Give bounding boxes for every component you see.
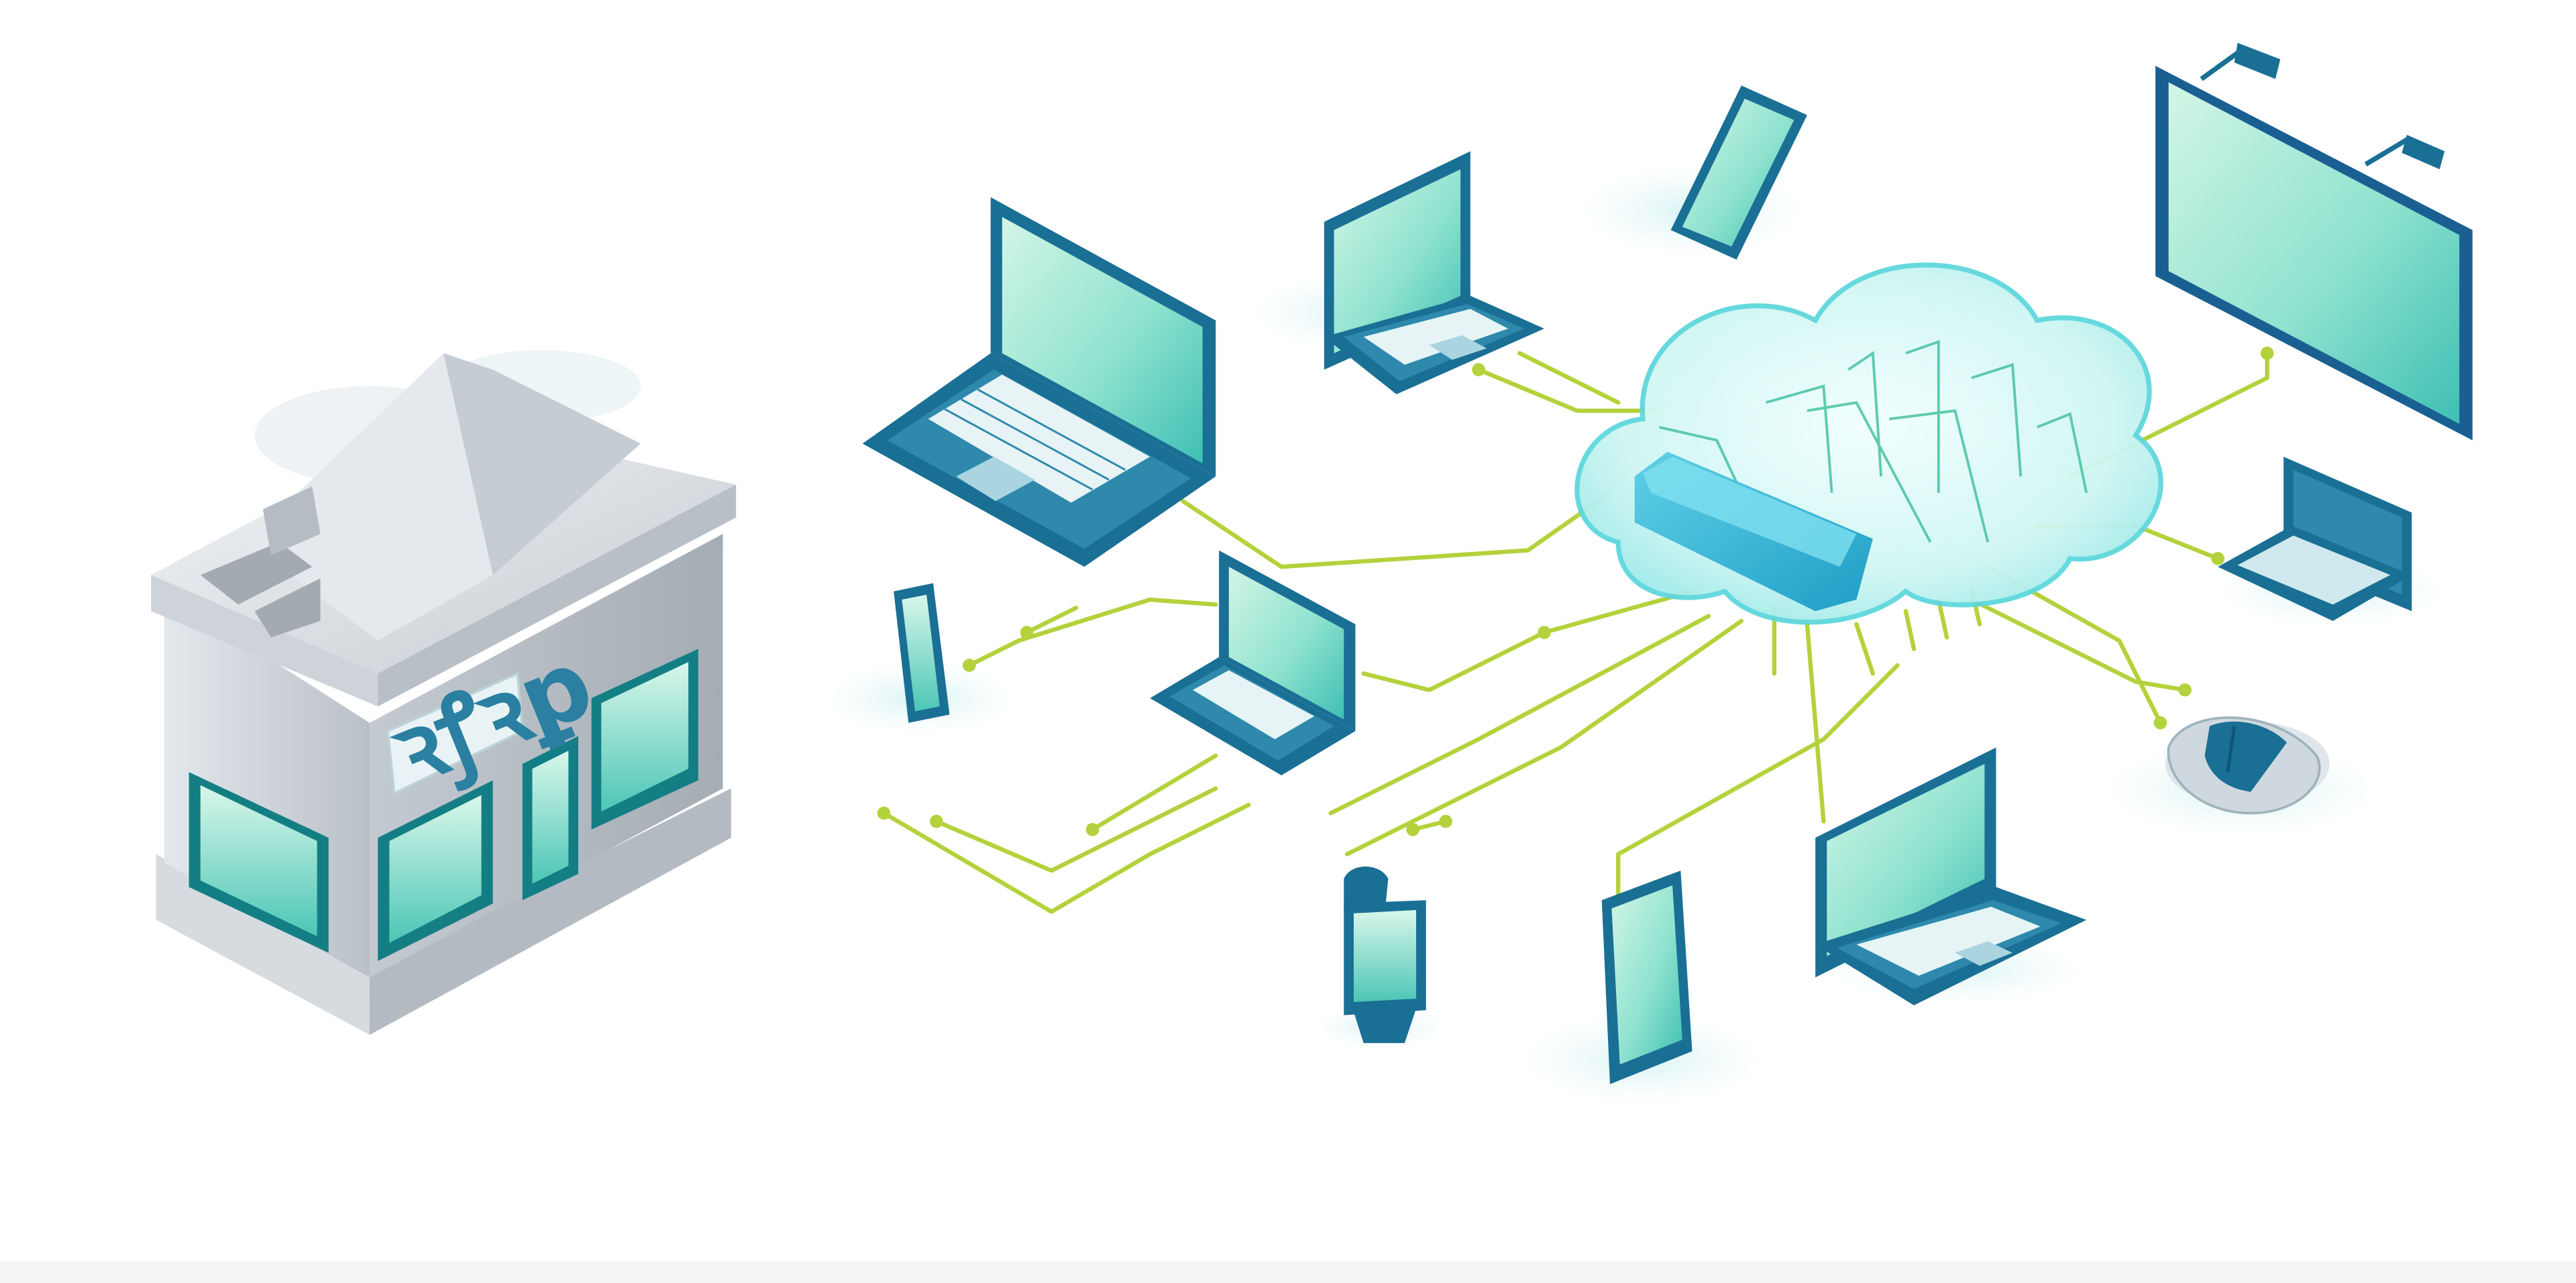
storefront-building-icon (151, 349, 737, 1036)
circuit-lines (877, 346, 2274, 914)
mouse-icon (2165, 716, 2330, 815)
smartwatch-icon (1344, 867, 1426, 1044)
bottom-strip (0, 1261, 2576, 1283)
monitor-display-icon (2155, 42, 2473, 441)
laptop-icon (2218, 456, 2412, 621)
laptop-icon (862, 197, 1216, 567)
smartphone-icon (894, 583, 950, 723)
tablet-icon (1601, 871, 1693, 1084)
cloud-chip-icon (1574, 262, 2163, 625)
smartphone-icon (1670, 85, 1807, 260)
laptop-icon (1815, 747, 2087, 1005)
laptop-icon (1324, 151, 1545, 394)
laptop-icon (1150, 550, 1356, 776)
